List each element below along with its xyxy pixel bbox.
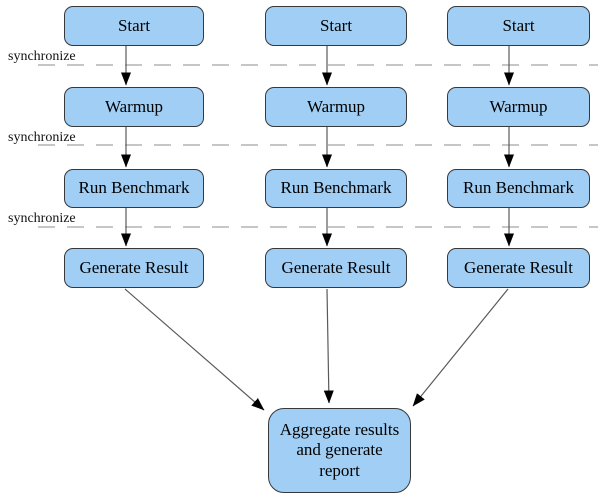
arrow-col3-generate-result-to-aggregate xyxy=(412,288,509,407)
node-col1-generate-result: Generate Result xyxy=(64,248,204,288)
aggregate-line-1: Aggregate results xyxy=(279,419,400,439)
node-col2-generate-result: Generate Result xyxy=(265,248,407,288)
arrow-col2-generate-result-to-aggregate xyxy=(323,288,334,404)
sync-label-3: synchronize xyxy=(8,211,76,226)
arrow-col1-generate-result-to-aggregate xyxy=(124,288,265,411)
node-aggregate-report: Aggregate results and generate report xyxy=(268,408,411,493)
sync-label-1: synchronize xyxy=(8,49,76,64)
sync-label-2: synchronize xyxy=(8,130,76,145)
aggregate-line-2: and generate xyxy=(296,440,383,460)
aggregate-line-3: report xyxy=(319,460,360,480)
node-col3-start: Start xyxy=(447,6,590,46)
node-col3-run-benchmark: Run Benchmark xyxy=(447,169,590,208)
node-col1-run-benchmark: Run Benchmark xyxy=(64,169,204,208)
node-col2-run-benchmark: Run Benchmark xyxy=(265,169,407,208)
node-col2-warmup: Warmup xyxy=(265,87,407,127)
node-col2-start: Start xyxy=(265,6,407,46)
node-col1-warmup: Warmup xyxy=(64,87,204,127)
node-col1-start: Start xyxy=(64,6,204,46)
node-col3-warmup: Warmup xyxy=(447,87,590,127)
node-col3-generate-result: Generate Result xyxy=(447,248,590,288)
